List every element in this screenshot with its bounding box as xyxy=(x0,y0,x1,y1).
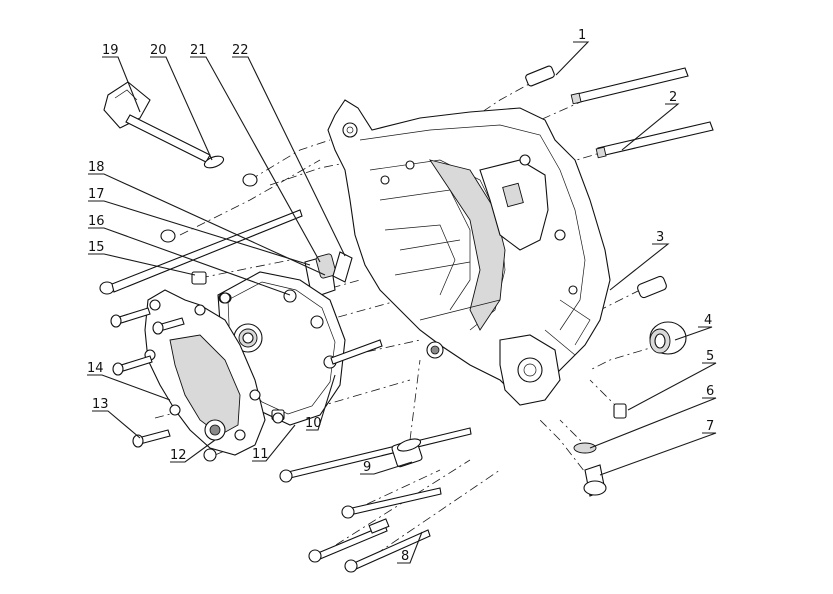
bolt-head-18 xyxy=(242,173,258,187)
plug-7 xyxy=(583,464,607,497)
callout-13: 13 xyxy=(92,397,109,412)
callout-8: 8 xyxy=(401,549,409,564)
callout-6: 6 xyxy=(706,384,714,399)
callout-22: 22 xyxy=(232,43,249,58)
pin-5 xyxy=(613,403,627,419)
callout-20: 20 xyxy=(150,43,167,58)
callout-5: 5 xyxy=(706,349,714,364)
callout-labels: 1 2 3 4 5 6 7 8 9 10 11 12 13 14 15 16 1… xyxy=(87,28,714,564)
callout-15: 15 xyxy=(88,240,105,255)
washer-6 xyxy=(573,442,597,454)
callout-12: 12 xyxy=(170,448,187,463)
callout-1: 1 xyxy=(578,28,586,43)
callout-19: 19 xyxy=(102,43,119,58)
dowel-pin-1 xyxy=(525,65,555,87)
crankcase-half xyxy=(327,99,611,406)
callout-16: 16 xyxy=(88,214,105,229)
callout-10: 10 xyxy=(305,416,322,431)
dowel-16 xyxy=(191,271,207,285)
callout-11: 11 xyxy=(252,447,269,462)
leader-lines xyxy=(87,41,717,564)
short-bolts xyxy=(110,289,337,462)
callout-3: 3 xyxy=(656,230,664,245)
long-bolts xyxy=(279,339,472,573)
callout-2: 2 xyxy=(669,90,677,105)
sleeve-9 xyxy=(391,438,423,468)
callout-14: 14 xyxy=(87,361,104,376)
studs-2 xyxy=(570,67,714,159)
callout-4: 4 xyxy=(704,313,712,328)
bolt-head-17 xyxy=(160,229,176,243)
o-ring-20 xyxy=(203,155,225,169)
cover-assembly-14 xyxy=(144,289,266,456)
dipstick-19 xyxy=(103,81,211,163)
callout-21: 21 xyxy=(190,43,207,58)
bearing-4 xyxy=(649,321,687,355)
callout-7: 7 xyxy=(706,419,714,434)
callout-17: 17 xyxy=(88,187,105,202)
dowel-sleeve xyxy=(637,275,667,299)
callout-18: 18 xyxy=(88,160,105,175)
callout-9: 9 xyxy=(363,460,371,475)
